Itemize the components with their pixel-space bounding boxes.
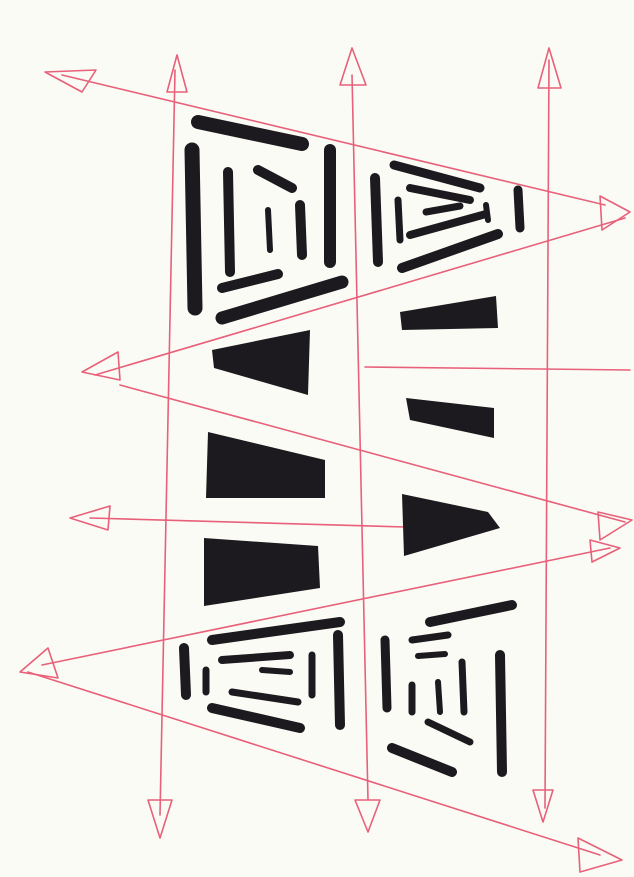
frame-bar [412,635,448,640]
frame-bar [228,172,230,272]
frame-bar [338,635,340,725]
frame-bar [184,648,186,695]
frame-bar [418,654,445,656]
frame-bar [375,178,378,262]
frame-bar [438,682,440,712]
frame-bar [268,210,270,250]
frame-bar [222,655,290,660]
frame-bar [262,670,290,672]
frame-bar [192,150,195,308]
frame-bar [462,662,464,712]
frame-bar [300,205,302,255]
frame-bar [385,640,387,708]
frame-bar [486,205,488,220]
frame-bar [398,200,400,240]
frame-bar [518,190,520,228]
frame-bar [500,655,502,772]
